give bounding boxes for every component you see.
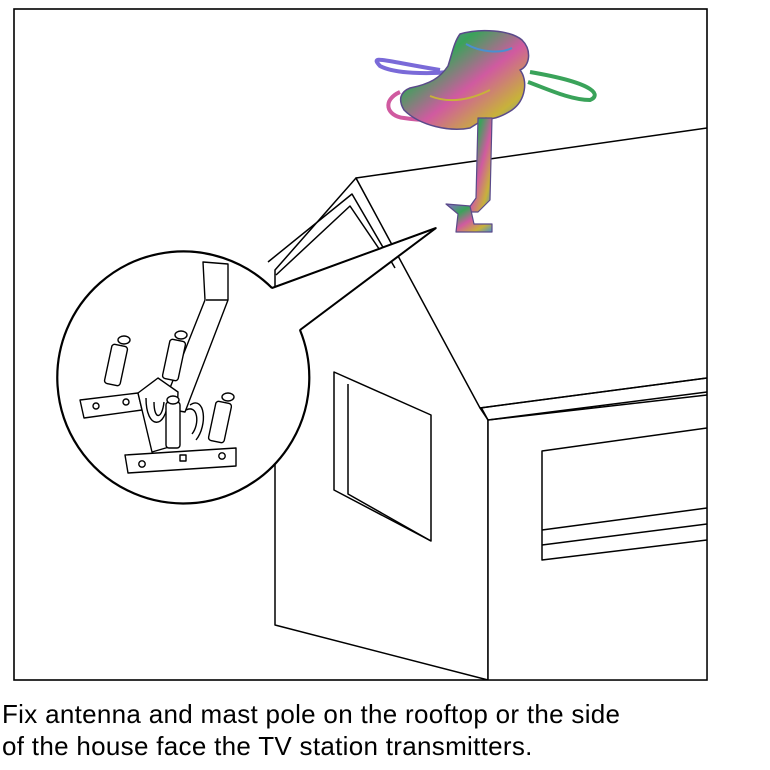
house-drawing	[267, 127, 707, 680]
antenna-icon	[374, 29, 597, 233]
caption-line-1: Fix antenna and mast pole on the rooftop…	[2, 699, 621, 729]
instruction-caption: Fix antenna and mast pole on the rooftop…	[2, 698, 768, 762]
caption-line-2: of the house face the TV station transmi…	[2, 731, 533, 761]
mounting-bracket-icon	[79, 261, 237, 474]
